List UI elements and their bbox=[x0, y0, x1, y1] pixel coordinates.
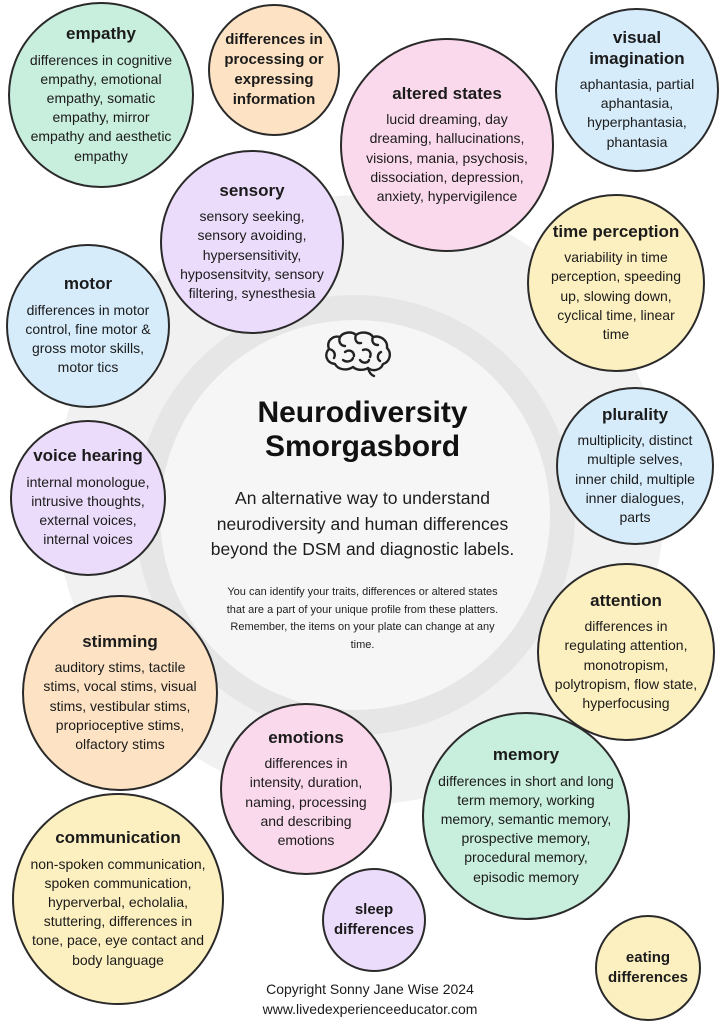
bubble-time-perception: time perception variability in time perc… bbox=[527, 194, 705, 372]
bubble-motor: motor differences in motor control, fine… bbox=[6, 244, 170, 408]
bubble-body: auditory stims, tactile stims, vocal sti… bbox=[43, 659, 197, 752]
bubble-body: variability in time perception, speeding… bbox=[551, 249, 681, 342]
bubble-body: lucid dreaming, day dreaming, hallucinat… bbox=[366, 111, 528, 204]
bubble-title: sleep differences bbox=[333, 900, 415, 938]
bubble-stimming: stimming auditory stims, tactile stims, … bbox=[22, 595, 218, 791]
bubble-title: memory bbox=[492, 745, 560, 765]
page-subtitle: An alternative way to understand neurodi… bbox=[210, 488, 515, 560]
bubble-emotions: emotions differences in intensity, durat… bbox=[220, 703, 392, 875]
bubble-plurality: plurality multiplicity, distinct multipl… bbox=[556, 387, 714, 545]
bubble-body: differences in intensity, duration, nami… bbox=[245, 755, 367, 848]
bubble-title: visual imagination bbox=[589, 28, 685, 68]
website-link[interactable]: www.livedexperienceeducator.com bbox=[262, 1000, 478, 1017]
background-ring-core bbox=[160, 320, 550, 710]
bubble-communication: communication non-spoken communication, … bbox=[12, 793, 224, 1005]
bubble-empathy: empathy differences in cognitive empathy… bbox=[8, 2, 194, 188]
bubble-body: differences in cognitive empathy, emotio… bbox=[29, 51, 173, 164]
bubble-processing: differences in processing or expressing … bbox=[208, 4, 340, 136]
page-title: Neurodiversity Smorgasbord bbox=[257, 396, 468, 463]
bubble-title: eating differences bbox=[607, 948, 689, 986]
bubble-body: non-spoken communication, spoken communi… bbox=[30, 855, 206, 968]
instruction-note: You can identify your traits, difference… bbox=[226, 586, 499, 651]
bubble-title: plurality bbox=[601, 404, 669, 424]
bubble-title: sensory bbox=[219, 180, 285, 200]
bubble-voice-hearing: voice hearing internal monologue, intrus… bbox=[10, 420, 166, 576]
bubble-title: time perception bbox=[552, 221, 680, 241]
bubble-body: sensory seeking, sensory avoiding, hyper… bbox=[180, 208, 324, 301]
bubble-sleep-differences: sleep differences bbox=[322, 868, 426, 972]
bubble-title: voice hearing bbox=[33, 446, 143, 466]
copyright-text: Copyright Sonny Jane Wise 2024 bbox=[266, 981, 474, 997]
bubble-body: differences in short and long term memor… bbox=[438, 772, 614, 885]
bubble-attention: attention differences in regulating atte… bbox=[537, 563, 715, 741]
bubble-title: communication bbox=[55, 828, 181, 848]
bubble-body: differences in motor control, fine motor… bbox=[25, 301, 151, 376]
footer: Copyright Sonny Jane Wise 2024 www.lived… bbox=[220, 980, 520, 1020]
brain-icon bbox=[325, 331, 391, 378]
bubble-sensory: sensory sensory seeking, sensory avoidin… bbox=[160, 150, 344, 334]
bubble-body: differences in regulating attention, mon… bbox=[554, 618, 698, 711]
bubble-eating-differences: eating differences bbox=[595, 915, 701, 1021]
bubble-body: multiplicity, distinct multiple selves, … bbox=[575, 432, 695, 525]
bubble-altered-states: altered states lucid dreaming, day dream… bbox=[340, 38, 554, 252]
bubble-title: altered states bbox=[392, 83, 502, 103]
bubble-title: stimming bbox=[82, 631, 158, 651]
bubble-title: empathy bbox=[66, 24, 136, 44]
bubble-visual-imagination: visual imagination aphantasia, partial a… bbox=[555, 8, 719, 172]
bubble-body: internal monologue, intrusive thoughts, … bbox=[26, 473, 150, 548]
bubble-body: aphantasia, partial aphantasia, hyperpha… bbox=[579, 76, 695, 150]
bubble-memory: memory differences in short and long ter… bbox=[422, 712, 630, 920]
bubble-title: motor bbox=[63, 274, 113, 294]
bubble-title: differences in processing or expressing … bbox=[224, 30, 324, 109]
bubble-title: attention bbox=[590, 590, 662, 610]
bubble-title: emotions bbox=[268, 727, 344, 747]
